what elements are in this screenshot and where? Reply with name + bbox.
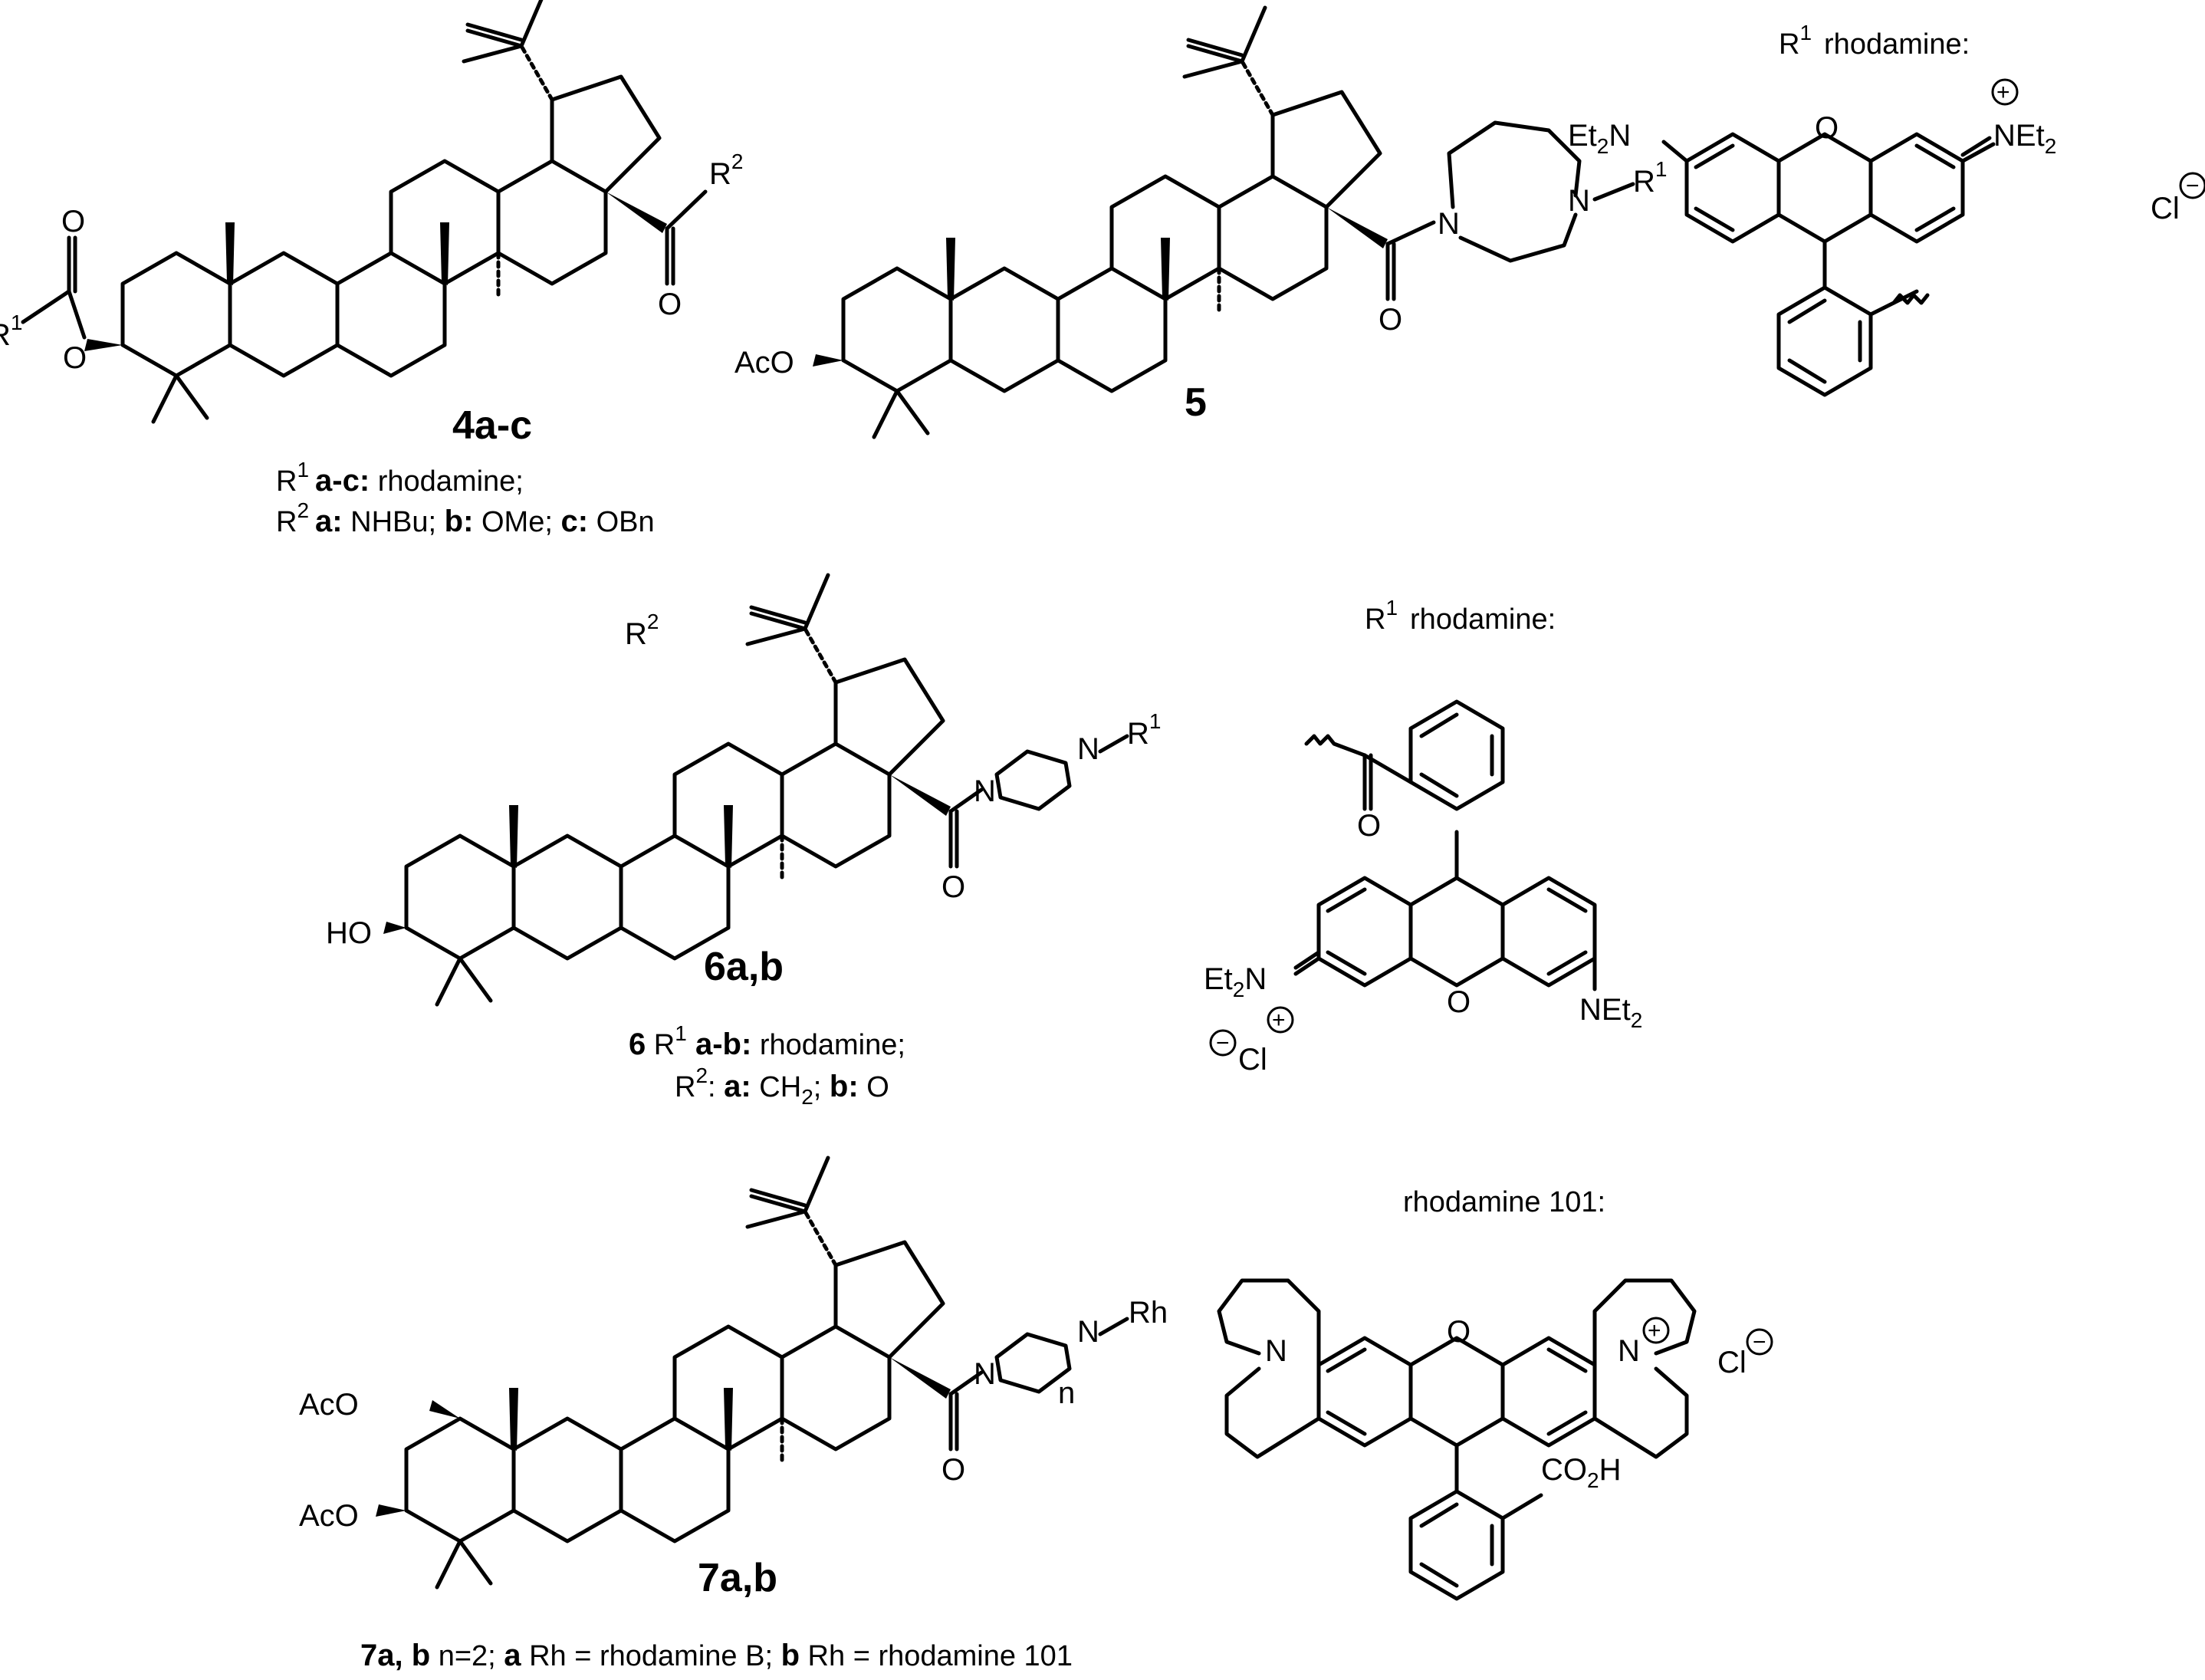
plus-sign: + — [1272, 1008, 1286, 1033]
chloride: Cl — [1238, 1043, 1267, 1077]
structure-5: O N N R1 AcO — [734, 8, 1667, 437]
xanthene-oxygen: O — [1815, 111, 1839, 145]
diazepane-n1: N — [1438, 207, 1460, 241]
piperazine-n1: N — [974, 774, 996, 808]
plus-sign: + — [1996, 80, 2010, 105]
minus-charge-icon — [1746, 1328, 1773, 1356]
r1-label: R1 — [1127, 709, 1161, 751]
keto-oxygen: O — [658, 288, 682, 321]
caption-7: 7a, b n=2; a Rh = rhodamine B; b Rh = rh… — [360, 1639, 1073, 1672]
chloride: Cl — [1717, 1346, 1747, 1379]
julolidine-n-left: N — [1265, 1334, 1287, 1368]
rhodamine-101-title: rhodamine 101: — [1403, 1186, 1605, 1218]
keto-oxygen: O — [941, 1453, 965, 1487]
net2-right: NEt2 — [1579, 993, 1642, 1032]
minus-charge-icon — [2179, 172, 2205, 199]
compound-label-5: 5 — [1185, 380, 1207, 425]
xanthene-oxygen: O — [1447, 1315, 1471, 1349]
rhodamine-101-structure: rhodamine 101: O N N + Cl − CO2H — [1217, 1186, 1773, 1599]
plus-charge-icon — [1642, 1317, 1670, 1344]
compound-label-4: 4a-c — [452, 403, 532, 448]
n-subscript: n — [1058, 1376, 1075, 1410]
keto-oxygen: O — [1357, 809, 1381, 843]
carbonyl-oxygen: O — [61, 205, 85, 238]
aco-label-2: AcO — [299, 1499, 359, 1533]
co2h-label: CO2H — [1541, 1453, 1621, 1492]
aco-label: AcO — [734, 346, 794, 380]
caption-6-line1: 6 R1 a-b: rhodamine; — [629, 1021, 905, 1061]
minus-sign: − — [1216, 1031, 1230, 1056]
compound-label-7: 7a,b — [698, 1556, 777, 1600]
r2-label: R2 — [625, 610, 659, 651]
aco-label-1: AcO — [299, 1388, 359, 1422]
et2n-left: Et2N — [1568, 119, 1631, 158]
xanthene-oxygen: O — [1447, 985, 1471, 1019]
structure-4: R2 O O O R1 — [0, 0, 743, 422]
ho-label: HO — [326, 916, 372, 950]
plus-charge-icon — [1267, 1006, 1294, 1034]
piperazine-n2: N — [1077, 1315, 1099, 1349]
chloride: Cl — [2151, 192, 2180, 225]
ester-oxygen: O — [63, 341, 87, 375]
r1-label: R1 — [1633, 157, 1667, 199]
net2-plus: NEt2 — [1993, 119, 2056, 158]
structure-7: O N n N Rh AcO AcO — [299, 1158, 1168, 1587]
r2-label: R2 — [709, 150, 743, 191]
plus-sign: + — [1648, 1318, 1661, 1343]
diazepane-n2: N — [1568, 184, 1590, 218]
compound-label-6: 6a,b — [704, 945, 784, 989]
caption-6-line2: R2: a: CH2; b: O — [675, 1064, 889, 1109]
rh-label: Rh — [1129, 1296, 1168, 1330]
r1-label: R1 — [0, 311, 22, 352]
julolidine-n-right: N — [1618, 1334, 1640, 1368]
piperazine-n1: N — [974, 1357, 996, 1391]
keto-oxygen: O — [1379, 303, 1402, 337]
keto-oxygen: O — [941, 870, 965, 904]
minus-charge-icon — [1209, 1029, 1237, 1057]
structure-6: O N N R1 HO R2 — [326, 575, 1161, 1004]
minus-sign: − — [1753, 1330, 1766, 1355]
minus-sign: − — [2186, 173, 2200, 199]
plus-charge-icon — [1991, 78, 2019, 106]
piperazine-n2: N — [1077, 732, 1099, 766]
et2n-left: Et2N — [1204, 962, 1267, 1001]
